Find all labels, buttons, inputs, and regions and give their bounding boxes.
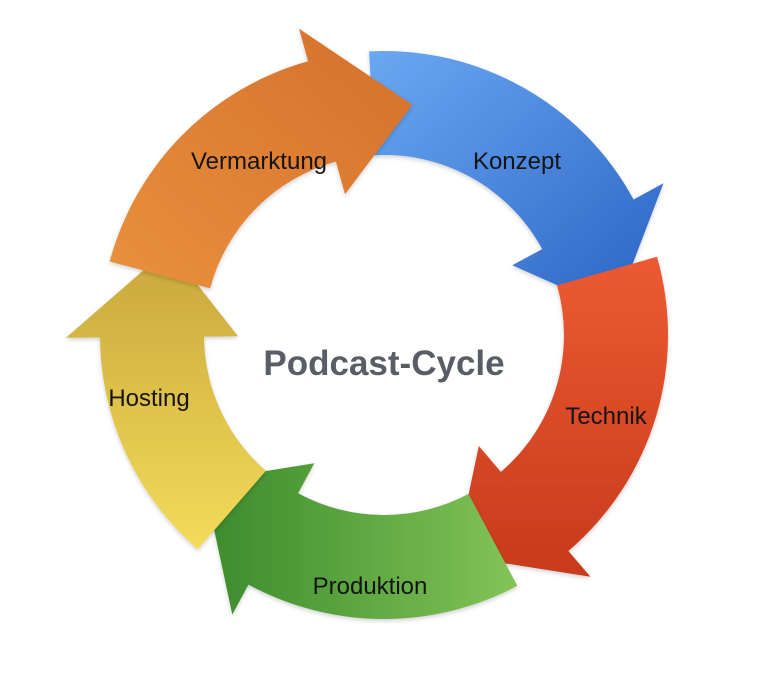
arrow-produktion — [203, 463, 518, 620]
label-hosting: Hosting — [108, 385, 189, 412]
label-technik: Technik — [565, 403, 647, 430]
center-title: Podcast-Cycle — [263, 344, 504, 383]
arrow-vermarktung — [109, 28, 413, 289]
segment-labels: Konzept Technik Produktion Hosting Verma… — [108, 148, 647, 600]
arrow-hosting — [66, 248, 266, 550]
label-konzept: Konzept — [473, 148, 561, 175]
label-produktion: Produktion — [313, 573, 428, 600]
arrow-technik — [455, 256, 669, 577]
label-vermarktung: Vermarktung — [191, 148, 327, 175]
arrow-segments — [66, 28, 669, 620]
arrow-konzept — [369, 51, 664, 311]
